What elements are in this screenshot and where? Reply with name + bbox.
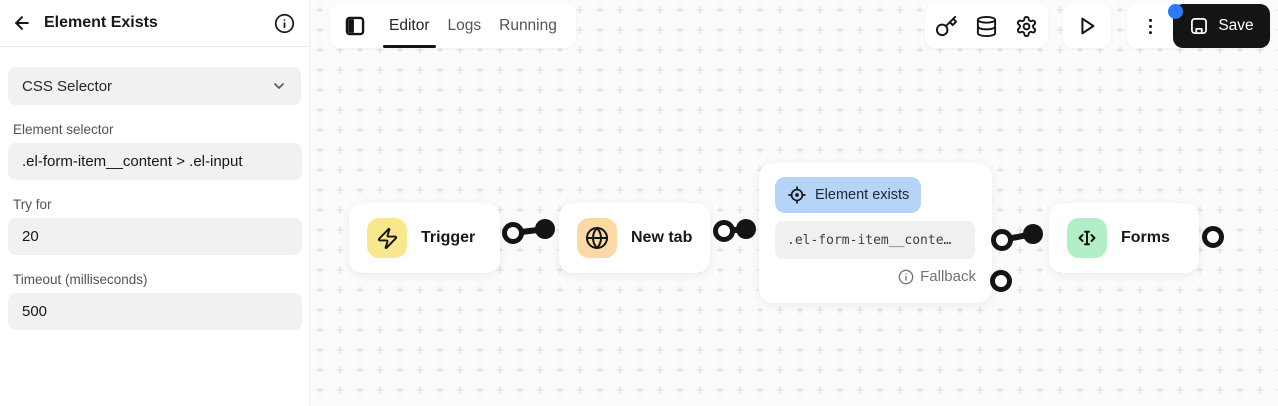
- tab-running[interactable]: Running: [490, 4, 566, 48]
- node-selector-preview: .el-form-item__conte…: [775, 221, 975, 259]
- workflow-tools-card: [925, 4, 1048, 48]
- selector-type-dropdown[interactable]: CSS Selector: [8, 67, 301, 105]
- save-menu-card: Save: [1127, 4, 1270, 48]
- port-element-input[interactable]: [736, 219, 756, 239]
- view-tabs: Editor Logs Running: [380, 4, 566, 48]
- credentials-button[interactable]: [935, 15, 958, 38]
- save-icon: [1189, 16, 1209, 36]
- info-icon: [898, 269, 914, 285]
- globe-icon: [577, 218, 617, 258]
- block-title: Element Exists: [44, 14, 158, 31]
- node-label: New tab: [631, 229, 693, 246]
- fallback-row: Fallback: [898, 268, 976, 285]
- unsaved-changes-dot: [1168, 4, 1183, 19]
- node-label: Trigger: [421, 229, 476, 246]
- selector-type-value: CSS Selector: [22, 77, 113, 95]
- info-button[interactable]: [274, 13, 295, 34]
- block-settings-sidebar: Element Exists CSS Selector Element sele…: [0, 0, 310, 406]
- port-element-fallback-output[interactable]: [990, 270, 1012, 292]
- database-icon: [975, 15, 998, 38]
- settings-button[interactable]: [1015, 15, 1038, 38]
- timeout-input[interactable]: [8, 293, 302, 330]
- zap-icon: [367, 218, 407, 258]
- save-button[interactable]: Save: [1173, 4, 1270, 48]
- editor-tabs-card: Editor Logs Running: [330, 4, 576, 48]
- gear-icon: [1015, 15, 1038, 38]
- panel-left-icon: [344, 15, 366, 37]
- node-forms[interactable]: Forms: [1049, 203, 1199, 273]
- workflow-canvas[interactable]: Editor Logs Running: [310, 0, 1278, 406]
- fallback-label: Fallback: [920, 268, 976, 285]
- storage-button[interactable]: [975, 15, 998, 38]
- port-element-output[interactable]: [991, 229, 1013, 251]
- port-trigger-output[interactable]: [502, 222, 524, 244]
- port-newtab-input[interactable]: [535, 219, 555, 239]
- node-trigger[interactable]: Trigger: [349, 203, 500, 273]
- key-icon: [935, 15, 958, 38]
- run-button[interactable]: [1076, 15, 1098, 37]
- element-selector-label: Element selector: [13, 122, 114, 137]
- text-cursor-icon: [1067, 218, 1107, 258]
- badge-label: Element exists: [815, 187, 910, 203]
- element-exists-badge: Element exists: [775, 177, 922, 213]
- save-button-label: Save: [1218, 17, 1254, 34]
- port-newtab-output[interactable]: [713, 220, 735, 242]
- try-for-label: Try for: [13, 197, 52, 212]
- port-forms-input[interactable]: [1023, 224, 1043, 244]
- toggle-sidebar-button[interactable]: [344, 15, 366, 37]
- play-icon: [1076, 15, 1098, 37]
- timeout-label: Timeout (milliseconds): [13, 272, 148, 287]
- node-element-exists[interactable]: Element exists .el-form-item__conte… Fal…: [759, 163, 992, 303]
- locate-icon: [787, 185, 807, 205]
- try-for-input[interactable]: [8, 218, 302, 255]
- sidebar-header: Element Exists: [0, 0, 309, 47]
- element-selector-input[interactable]: [8, 143, 302, 180]
- more-options-button[interactable]: [1127, 4, 1173, 48]
- node-new-tab[interactable]: New tab: [559, 203, 710, 273]
- more-vertical-icon: [1140, 16, 1161, 37]
- tab-logs[interactable]: Logs: [439, 4, 491, 48]
- info-icon: [274, 13, 295, 34]
- node-label: Forms: [1121, 229, 1170, 246]
- back-button[interactable]: [12, 13, 32, 33]
- chevron-down-icon: [271, 78, 287, 94]
- arrow-left-icon: [12, 13, 32, 33]
- port-forms-output[interactable]: [1202, 226, 1224, 248]
- tab-editor[interactable]: Editor: [380, 4, 439, 48]
- run-workflow-card: [1063, 4, 1111, 48]
